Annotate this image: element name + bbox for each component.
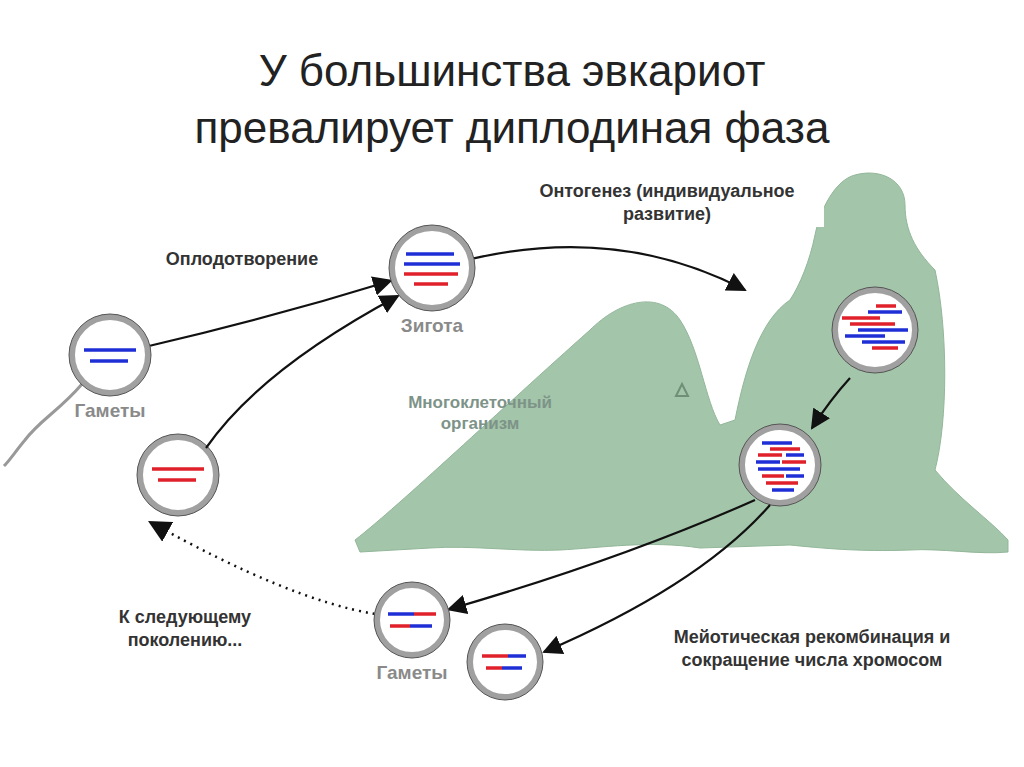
arrow-label: К следующему поколению...: [88, 606, 282, 653]
organism-region: Многоклеточный организм: [340, 170, 1020, 560]
body-cell: [739, 424, 821, 506]
navel-mark: [676, 384, 688, 396]
dotted-arrow: [150, 522, 375, 614]
process-arrow: [474, 247, 745, 290]
process-arrow: [449, 500, 755, 609]
sperm-tail: [4, 384, 82, 466]
organism-label: Многоклеточный организм: [380, 392, 580, 435]
cell-circle: [389, 225, 475, 311]
process-arrow: [150, 281, 391, 346]
body-cell: [832, 287, 918, 373]
gamete-circle: Гаметы: [357, 582, 467, 684]
cell-label: Зигота: [372, 315, 492, 337]
fertilization-arrow: [206, 296, 398, 448]
cell-label: Гаметы: [55, 400, 165, 422]
gamete-cell: [467, 624, 543, 700]
body-silhouette: [355, 173, 1008, 553]
cell-circle: [374, 582, 450, 658]
cell-label: Гаметы: [357, 662, 467, 684]
division-arrow: [812, 378, 850, 428]
gamete-circle: Гаметы: [55, 314, 165, 422]
arrow-label: Онтогенез (индивидуальное развитие): [510, 180, 824, 227]
title: У большинства эвкариот превалирует дипло…: [162, 42, 862, 156]
arrow-label: Оплодотворение: [140, 248, 344, 271]
cell-circle: [69, 314, 151, 396]
arrow-label: Мейотическая рекомбинация и сокращение ч…: [640, 626, 984, 673]
zygote-circle: Зигота: [372, 225, 492, 337]
